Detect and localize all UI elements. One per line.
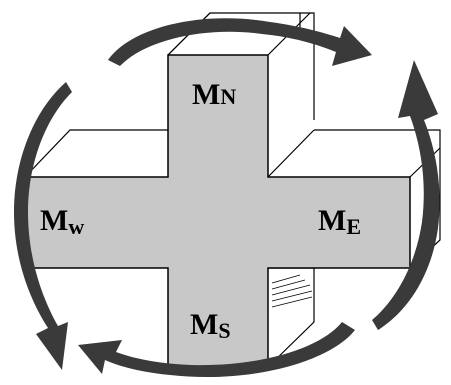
label-east-sub: E — [346, 214, 361, 239]
label-west-sub: w — [68, 214, 84, 239]
right-curved-arrow — [372, 60, 440, 330]
hatch-line — [271, 274, 301, 284]
label-south-main: M — [190, 308, 218, 341]
left-arm-back-edge — [24, 129, 168, 178]
svg-text:MN: MN — [192, 78, 236, 111]
label-south: MS — [190, 308, 231, 343]
hatch-line — [271, 296, 313, 308]
label-east: ME — [318, 204, 361, 239]
bottom-curved-arrow — [78, 322, 355, 378]
hatch-line — [271, 279, 306, 290]
right-arm-depth-edge-mid — [267, 129, 315, 178]
rotation-arrows — [14, 18, 440, 378]
svg-text:Mw: Mw — [40, 204, 84, 239]
hatch-shading — [271, 274, 313, 308]
label-west-main: M — [40, 204, 68, 237]
label-west: Mw — [40, 204, 84, 239]
label-north-main: M — [192, 78, 220, 111]
left-curved-arrow — [14, 82, 72, 370]
label-north: MN — [192, 78, 236, 111]
svg-text:ME: ME — [318, 204, 361, 239]
label-south-sub: S — [218, 318, 230, 343]
hatch-line — [271, 284, 311, 296]
cross-back-faces — [24, 12, 441, 368]
hatch-line — [271, 290, 313, 302]
label-north-sub: N — [220, 84, 236, 109]
svg-text:MS: MS — [190, 308, 231, 343]
label-east-main: M — [318, 204, 346, 237]
top-curved-arrow — [108, 18, 372, 66]
